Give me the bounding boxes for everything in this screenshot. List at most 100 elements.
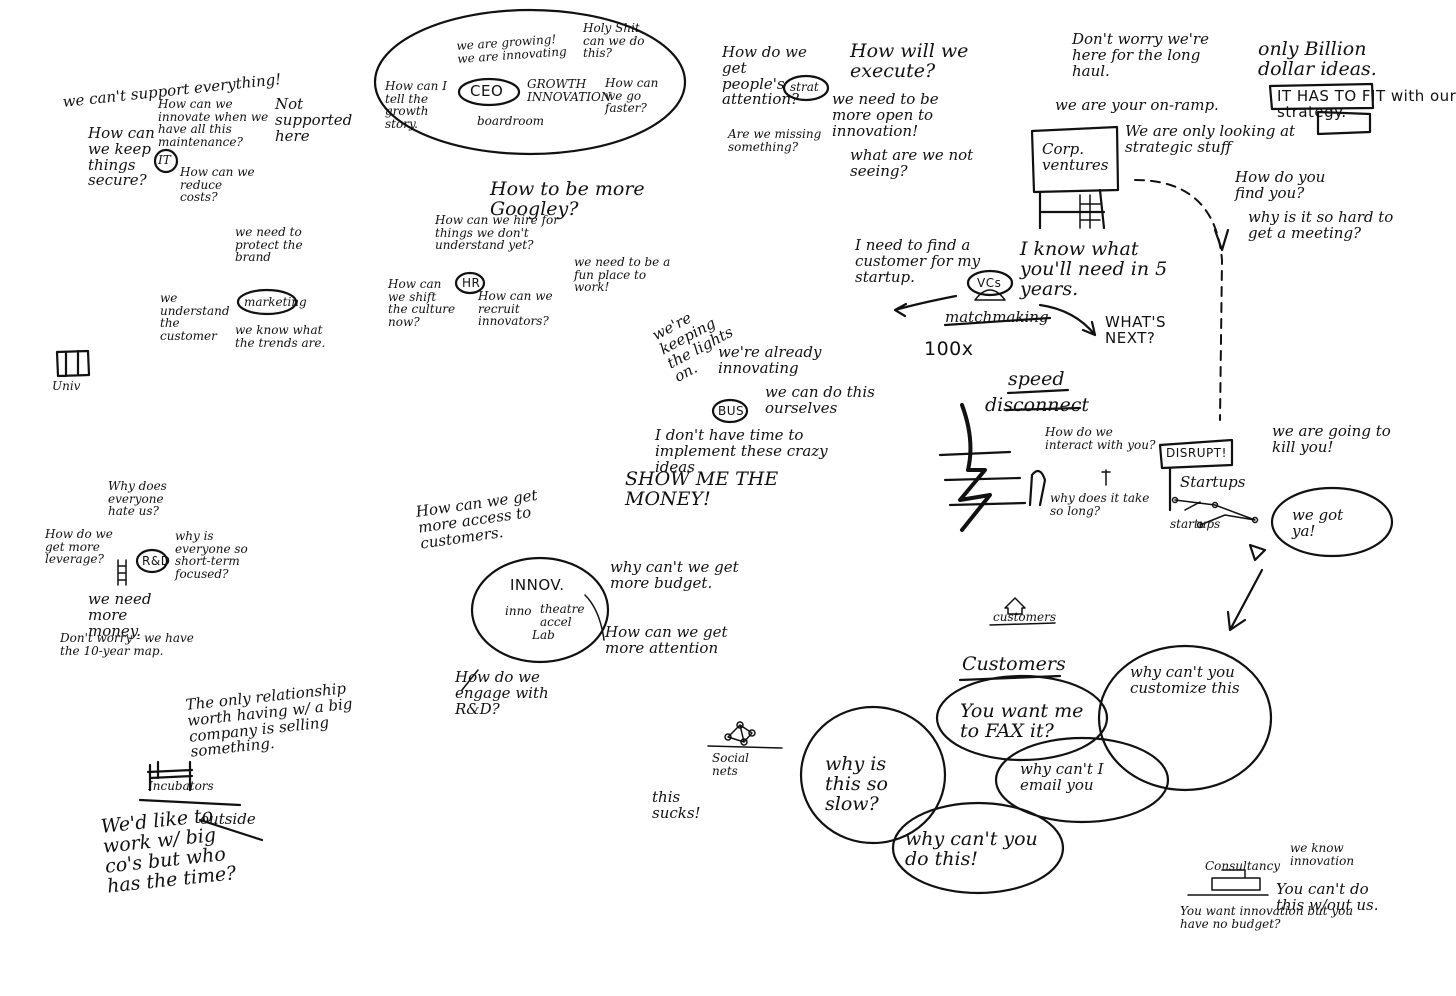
strat-note-missing: Are we missing something? [728,127,822,154]
innov-bubble [470,556,610,664]
innov-note-attention: How can we get more attention [605,623,728,657]
vc-100x: 100x [924,338,974,360]
strat-badge: strat [790,80,819,94]
hr-badge: HR [462,276,481,290]
incubator-outside: outside [200,810,256,828]
we-got-ya-bubble [1270,486,1394,558]
univ-label: Univ [52,379,81,393]
ceo-note-boardroom: boardroom [477,114,545,128]
mkt-badge: marketing [244,295,307,309]
innov-inner-2: theatre [540,602,585,616]
vc-badge-circle [966,269,1014,297]
disrupt-sign-text: DISRUPT! [1166,446,1227,460]
rd-note-short-term: why is everyone so short-term focused? [175,529,248,581]
hr-note-hire: How can we hire for things we don't unde… [435,213,560,253]
speed-note-long: why does it take so long? [1050,491,1150,518]
speed-note-kill: we are going to kill you! [1272,422,1391,456]
strat-note-attention: How do we get people's attention? [722,43,807,109]
innov-inner-4: Lab [532,628,555,642]
hr-note-fun: we need to be a fun place to work! [574,255,671,295]
hr-note-googley: How to be more Googley? [490,178,645,220]
speed-lines [958,403,992,532]
ceo-bubble [373,8,687,156]
strat-note-not-seeing: what are we not seeing? [850,146,974,180]
ceo-note-faster: How can we go faster? [605,76,659,116]
innov-note-rd: How do we engage with R&D? [455,668,549,718]
customer-bubble-do-this-text: why can't you do this! [905,828,1038,870]
incubator-note-big-cos: We'd like to work w/ big co's but who ha… [99,804,238,898]
ceo-note-holy: Holy Shit can we do this? [583,21,645,61]
rd-note-leverage: How do we get more leverage? [45,527,113,567]
ceo-badge-circle [457,77,521,107]
customer-bubble-customize-text: why can't you customize this [1130,663,1240,697]
bus-badge: BUS [718,404,745,418]
consultancy-label: Consultancy [1205,859,1281,873]
cv-note-find-you: How do you find you? [1235,168,1326,202]
incubator-label: Incubators [148,779,214,793]
customer-bubble-slow [799,705,947,845]
customers-small-label: customers [993,610,1057,624]
bus-note-innovating: we're already innovating [718,343,822,377]
consultancy-note-know: we know innovation [1290,841,1355,868]
bus-note-ourselves: we can do this ourselves [765,383,875,417]
mkt-note-customer: we understand the customer [160,291,230,343]
bus-note-no-time: I don't have time to implement these cra… [655,426,828,476]
strat-note-open: we need to be more open to innovation! [832,90,939,140]
customer-bubble-fax-text: You want me to FAX it? [960,700,1084,742]
cv-note-long-haul: Don't worry we're here for the long haul… [1072,30,1209,80]
it-note-not-supported: Not supported here [275,95,353,145]
fit-box [1268,82,1375,111]
rd-note-hate: Why does everyone hate us? [108,479,167,519]
vc-note-5-years: I know what you'll need in 5 years. [1020,238,1168,300]
it-note-secure: How can we keep things secure? [88,124,155,190]
cv-note-meeting: why is it so hard to get a meeting? [1248,208,1394,242]
it-badge-circle [153,148,179,174]
rd-note-10-year: Don't worry - we have the 10-year map. [60,631,194,658]
we-got-ya-text: we got ya! [1292,506,1344,540]
innov-badge: INNOV. [510,576,565,594]
ceo-badge: CEO [470,82,504,100]
univ-icon [55,349,91,378]
incubator-icon [146,760,194,792]
rd-badge: R&D [142,554,171,568]
mkt-note-trends: we know what the trends are. [235,323,326,350]
hr-note-recruit: How can we recruit innovators? [478,289,553,329]
startups-label: Startups [1180,473,1246,491]
cv-note-strategic: We are only looking at strategic stuff [1125,122,1296,156]
vc-badge: VCs [977,276,1002,290]
vc-note-customer: I need to find a customer for my startup… [855,236,981,286]
innov-inner-1: inno [505,604,532,618]
marketing-badge-circle [236,288,298,316]
social-label: Social nets [712,751,749,778]
it-badge: IT [158,153,171,167]
cv-label: Corp. ventures [1042,140,1109,174]
rd-badge-circle [135,548,169,574]
customer-bubble-fax [935,674,1109,762]
innov-inner-3: accel [540,615,572,629]
vc-matchmaking: matchmaking [945,308,1049,326]
customers-label: Customers [962,653,1066,675]
customer-bubble-do-this [891,801,1065,895]
vc-whats-next: WHAT'S NEXT? [1105,313,1167,347]
speed-label: speed [1008,368,1065,390]
speed-note-interact: How do we interact with you? [1045,425,1156,452]
cv-fit-box-text: IT HAS TO FIT with our strategy. [1277,87,1456,121]
strat-badge-circle [782,74,830,102]
social-note-sucks: this sucks! [652,788,701,822]
consultancy-icon [1187,869,1269,896]
cv-note-on-ramp: we are your on-ramp. [1055,96,1219,114]
rd-note-money: we need more money. [88,590,152,640]
bus-note-money: SHOW ME THE MONEY! [625,468,779,510]
customer-bubble-slow-text: why is this so slow? [825,753,888,815]
hr-note-culture: How can we shift the culture now? [388,277,456,329]
ceo-note-growth-story: How can I tell the growth story. [385,79,447,131]
hr-badge-circle [454,271,486,295]
consultancy-note-budget: You want innovation but you have no budg… [1180,904,1354,931]
it-note-innovate: How can we innovate when we have all thi… [158,97,269,149]
customer-bubble-customize [1097,644,1273,792]
mkt-note-brand: we need to protect the brand [235,225,303,265]
innov-note-budget: why can't we get more budget. [610,558,739,592]
ceo-note-growth-innovation: GROWTH INNOVATION [527,77,612,104]
